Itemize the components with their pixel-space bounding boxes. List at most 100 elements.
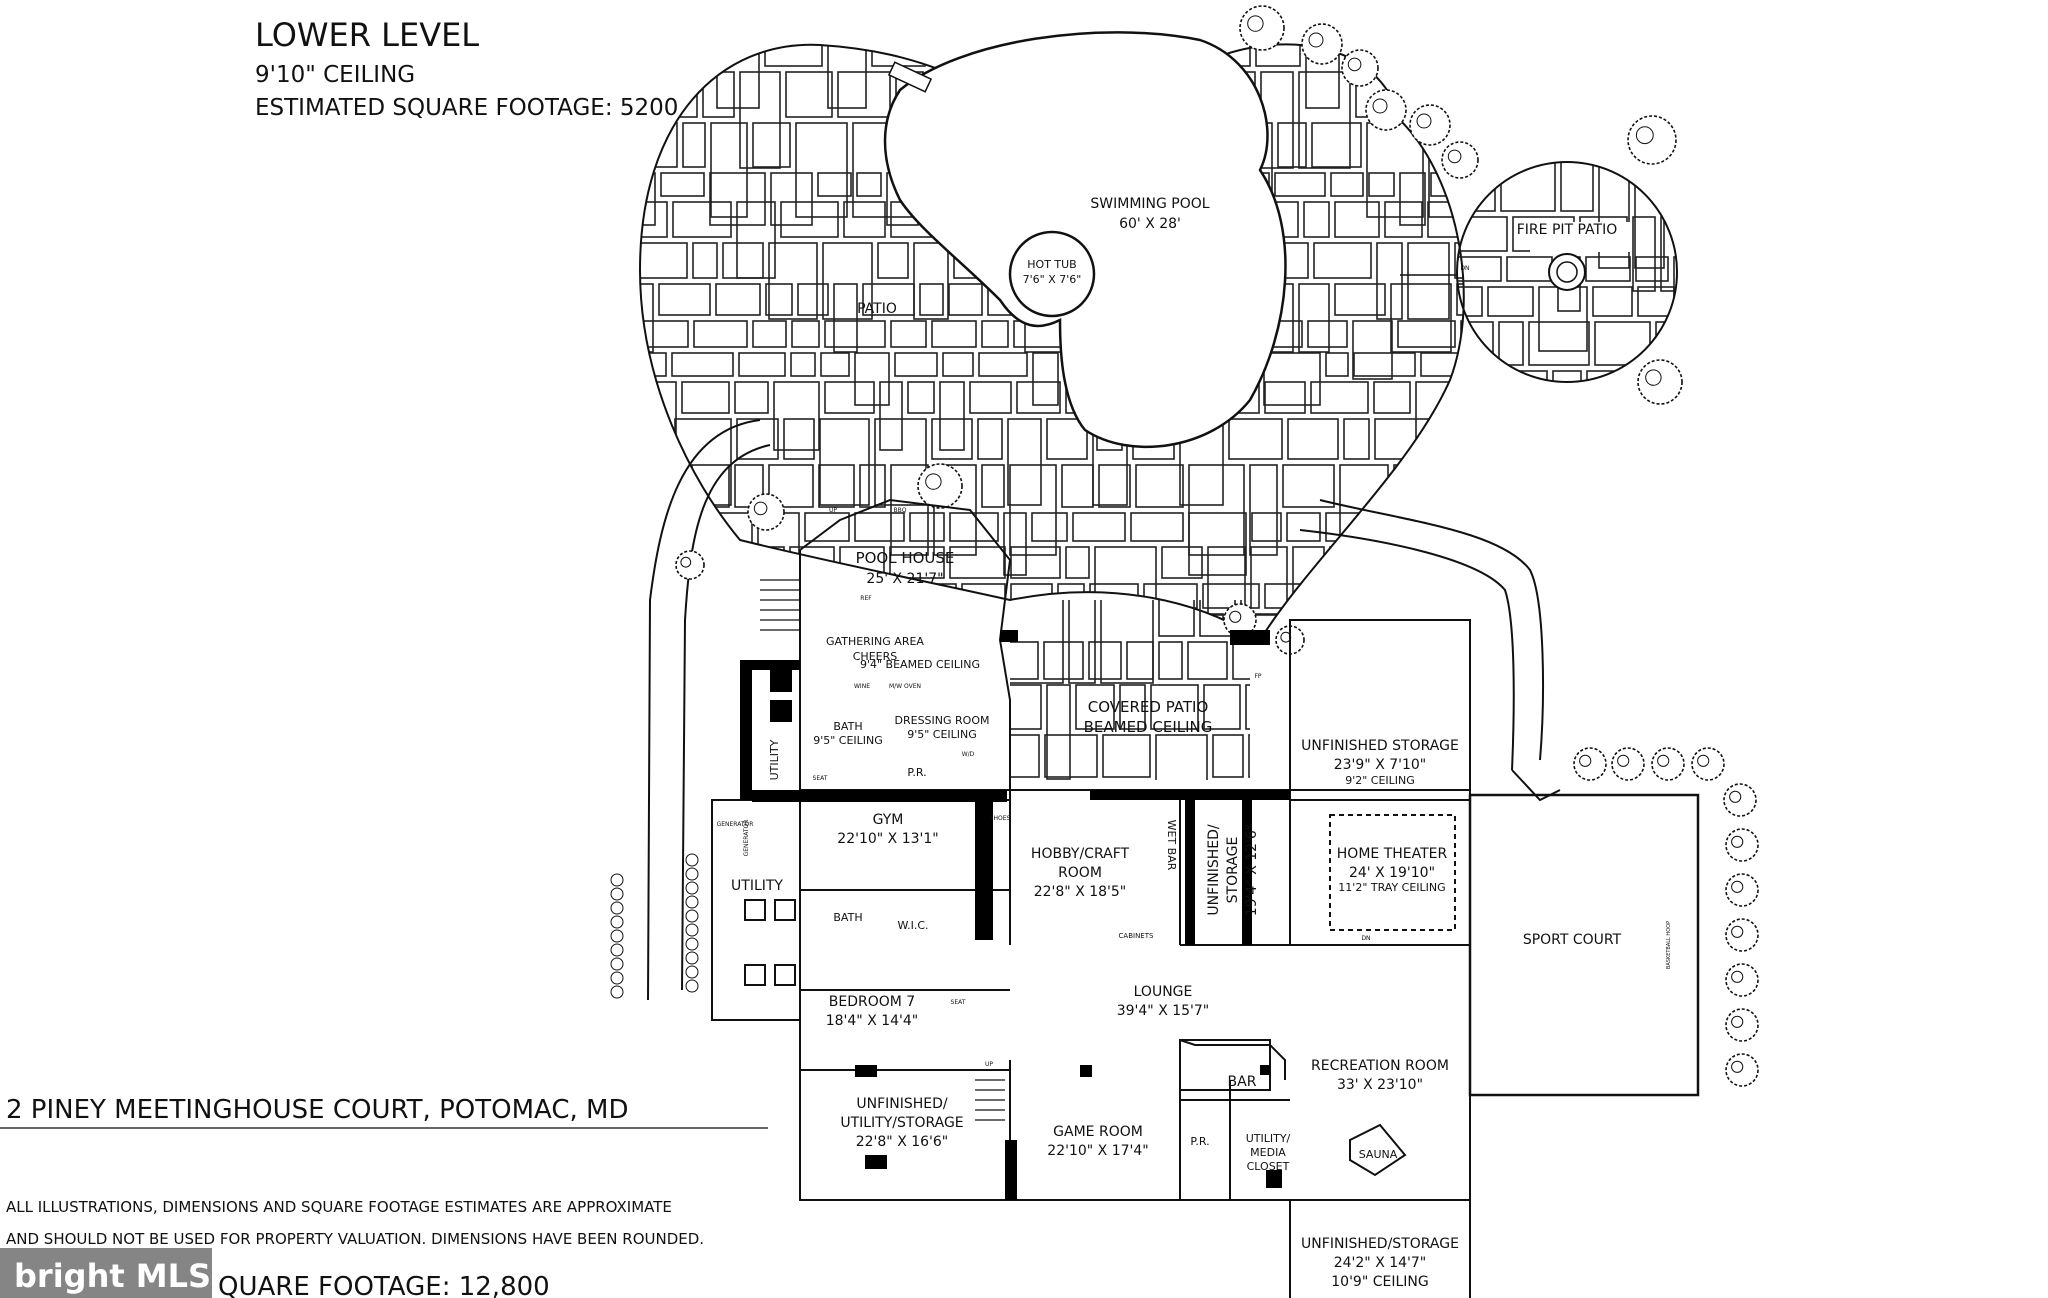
label-pr-game: P.R. [1190, 1135, 1209, 1148]
label-media-3: CLOSET [1247, 1160, 1290, 1173]
label-hobby-room: HOBBY/CRAFT [1031, 846, 1130, 862]
tree-detail [1416, 113, 1432, 129]
tree-detail [1372, 98, 1388, 114]
tree-detail [1731, 925, 1744, 938]
tree-detail [1731, 880, 1744, 893]
label-cheers: CHEERS [853, 650, 897, 663]
swimming-pool [883, 31, 1287, 449]
tree-detail [1347, 57, 1362, 72]
hedge [685, 979, 699, 993]
level-sqft: ESTIMATED SQUARE FOOTAGE: 5200 [255, 95, 678, 121]
svg-text:SEAT: SEAT [813, 775, 828, 782]
tree-detail [1579, 754, 1592, 767]
svg-text:FP: FP [1254, 673, 1261, 680]
label-pool-house: POOL HOUSE [856, 549, 955, 567]
tree-detail [1729, 790, 1742, 803]
tree-detail [1447, 149, 1462, 164]
hedge [610, 887, 624, 901]
dims-unfinished-storage-3: 24'2" X 14'7" [1334, 1255, 1427, 1271]
dims-home-theater: 24' X 19'10" [1349, 865, 1435, 881]
tree-detail [1697, 754, 1710, 767]
label-utility-exterior: UTILITY [731, 878, 783, 894]
svg-text:SHOES: SHOES [990, 815, 1011, 822]
hedge [610, 873, 624, 887]
hedge [685, 853, 699, 867]
hedge [685, 909, 699, 923]
label-hobby-room-2: ROOM [1058, 865, 1102, 881]
ceiling-bath-pool: 9'5" CEILING [813, 734, 883, 747]
svg-text:W/D: W/D [962, 751, 975, 758]
tree-detail [1635, 126, 1654, 145]
level-title: LOWER LEVEL [255, 16, 479, 54]
dims-unfinished-utility: 22'8" X 16'6" [856, 1134, 949, 1150]
tree-detail [1229, 610, 1242, 623]
bright-mls-watermark: bright MLS [0, 1248, 212, 1298]
label-hot-tub: HOT TUB [1027, 258, 1076, 271]
hedge [685, 951, 699, 965]
label-unfinished-storage-1: UNFINISHED STORAGE [1301, 738, 1459, 754]
covered-patio-pavers [1010, 600, 1250, 780]
label-unfinished-utility: UNFINISHED/ [856, 1096, 948, 1112]
tree-detail [680, 556, 692, 568]
hedge [685, 965, 699, 979]
dims-lounge: 39'4" X 15'7" [1117, 1003, 1210, 1019]
tree-detail [1645, 369, 1662, 386]
tree-detail [1657, 754, 1670, 767]
tree-detail [1731, 1015, 1744, 1028]
hedge [685, 937, 699, 951]
label-wet-bar: WET BAR [1165, 820, 1178, 871]
tree-detail [753, 501, 768, 516]
hedge [685, 895, 699, 909]
tree-detail [1617, 754, 1630, 767]
svg-text:M/W OVEN: M/W OVEN [889, 683, 921, 690]
disclaimer-line-1: ALL ILLUSTRATIONS, DIMENSIONS AND SQUARE… [6, 1198, 672, 1216]
dims-hot-tub: 7'6" X 7'6" [1023, 273, 1082, 286]
label-home-theater: HOME THEATER [1337, 846, 1448, 862]
label-basketball-hoop: BASKETBALL HOOP [1666, 921, 1672, 969]
ceiling-unfinished-storage-1: 9'2" CEILING [1345, 774, 1415, 787]
fire-pit [1548, 253, 1586, 291]
hedge [610, 971, 624, 985]
property-address: 2 PINEY MEETINGHOUSE COURT, POTOMAC, MD [6, 1095, 628, 1125]
driveway [647, 419, 1561, 1001]
label-gym: GYM [873, 812, 904, 828]
dims-unfinished-storage-1: 23'9" X 7'10" [1334, 757, 1427, 773]
label-bath-gym: BATH [833, 911, 862, 924]
svg-text:UP: UP [829, 507, 837, 514]
hedge [610, 985, 624, 999]
svg-text:DN: DN [1460, 265, 1469, 272]
label-generator-2: GENERATOR [743, 820, 750, 857]
label-utility-small: UTILITY [768, 739, 781, 780]
label-bath-pool: BATH [833, 720, 862, 733]
label-sauna: SAUNA [1359, 1148, 1398, 1161]
label-media-1: UTILITY/ [1246, 1132, 1291, 1145]
hedge [610, 901, 624, 915]
label-bar: BAR [1228, 1074, 1257, 1090]
structural-walls [740, 630, 1290, 1200]
label-recreation-room: RECREATION ROOM [1311, 1058, 1449, 1074]
hedge [685, 923, 699, 937]
hedge [610, 957, 624, 971]
hedge [610, 915, 624, 929]
tree-detail [1247, 15, 1264, 32]
label-bedroom-7: BEDROOM 7 [829, 994, 915, 1010]
label-fire-pit: FIRE PIT PATIO [1517, 222, 1618, 238]
hedge [685, 867, 699, 881]
label-unfinished-storage-2b: STORAGE [1225, 837, 1241, 904]
total-sqft: QUARE FOOTAGE: 12,800 [218, 1272, 550, 1298]
hot-tub [1008, 230, 1096, 318]
label-unfinished-utility-2: UTILITY/STORAGE [840, 1115, 963, 1131]
dims-unfinished-storage-2: 19'4" X 12'6" [1244, 824, 1260, 917]
svg-text:bright MLS: bright MLS [14, 1257, 211, 1295]
ceiling-dressing: 9'5" CEILING [907, 728, 977, 741]
tree-detail [1731, 1060, 1744, 1073]
label-game-room: GAME ROOM [1053, 1124, 1143, 1140]
label-generator-1: GENERATOR [717, 821, 754, 828]
ceiling-unfinished-storage-3: 10'9" CEILING [1331, 1274, 1428, 1290]
disclaimer-line-2: AND SHOULD NOT BE USED FOR PROPERTY VALU… [6, 1230, 704, 1248]
label-pr-pool: P.R. [907, 766, 926, 779]
svg-text:REF: REF [860, 595, 872, 602]
label-unfinished-storage-3: UNFINISHED/STORAGE [1301, 1236, 1459, 1252]
dims-bedroom-7: 18'4" X 14'4" [826, 1013, 919, 1029]
